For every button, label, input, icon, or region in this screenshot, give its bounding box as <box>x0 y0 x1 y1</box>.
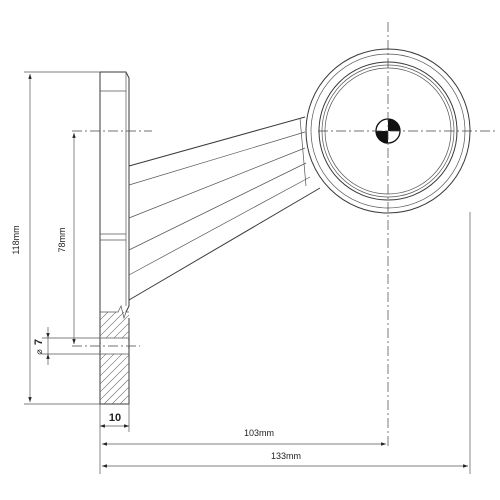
dim-height-total: 118mm <box>11 225 21 254</box>
dim-overall-width: 133mm <box>271 451 301 461</box>
dim-hole-diameter: 7 <box>33 339 45 345</box>
center-lines <box>72 22 498 448</box>
lamp-arm <box>128 116 321 301</box>
mounting-post <box>99 71 130 405</box>
dim-offset-center: 103mm <box>244 428 274 438</box>
dimension-lines <box>28 74 468 468</box>
extension-lines <box>24 71 471 474</box>
dim-hole-diameter-symbol: ⌀ <box>34 349 44 355</box>
dim-arm-height: 78mm <box>57 227 67 252</box>
dim-base-width: 10 <box>109 412 121 424</box>
